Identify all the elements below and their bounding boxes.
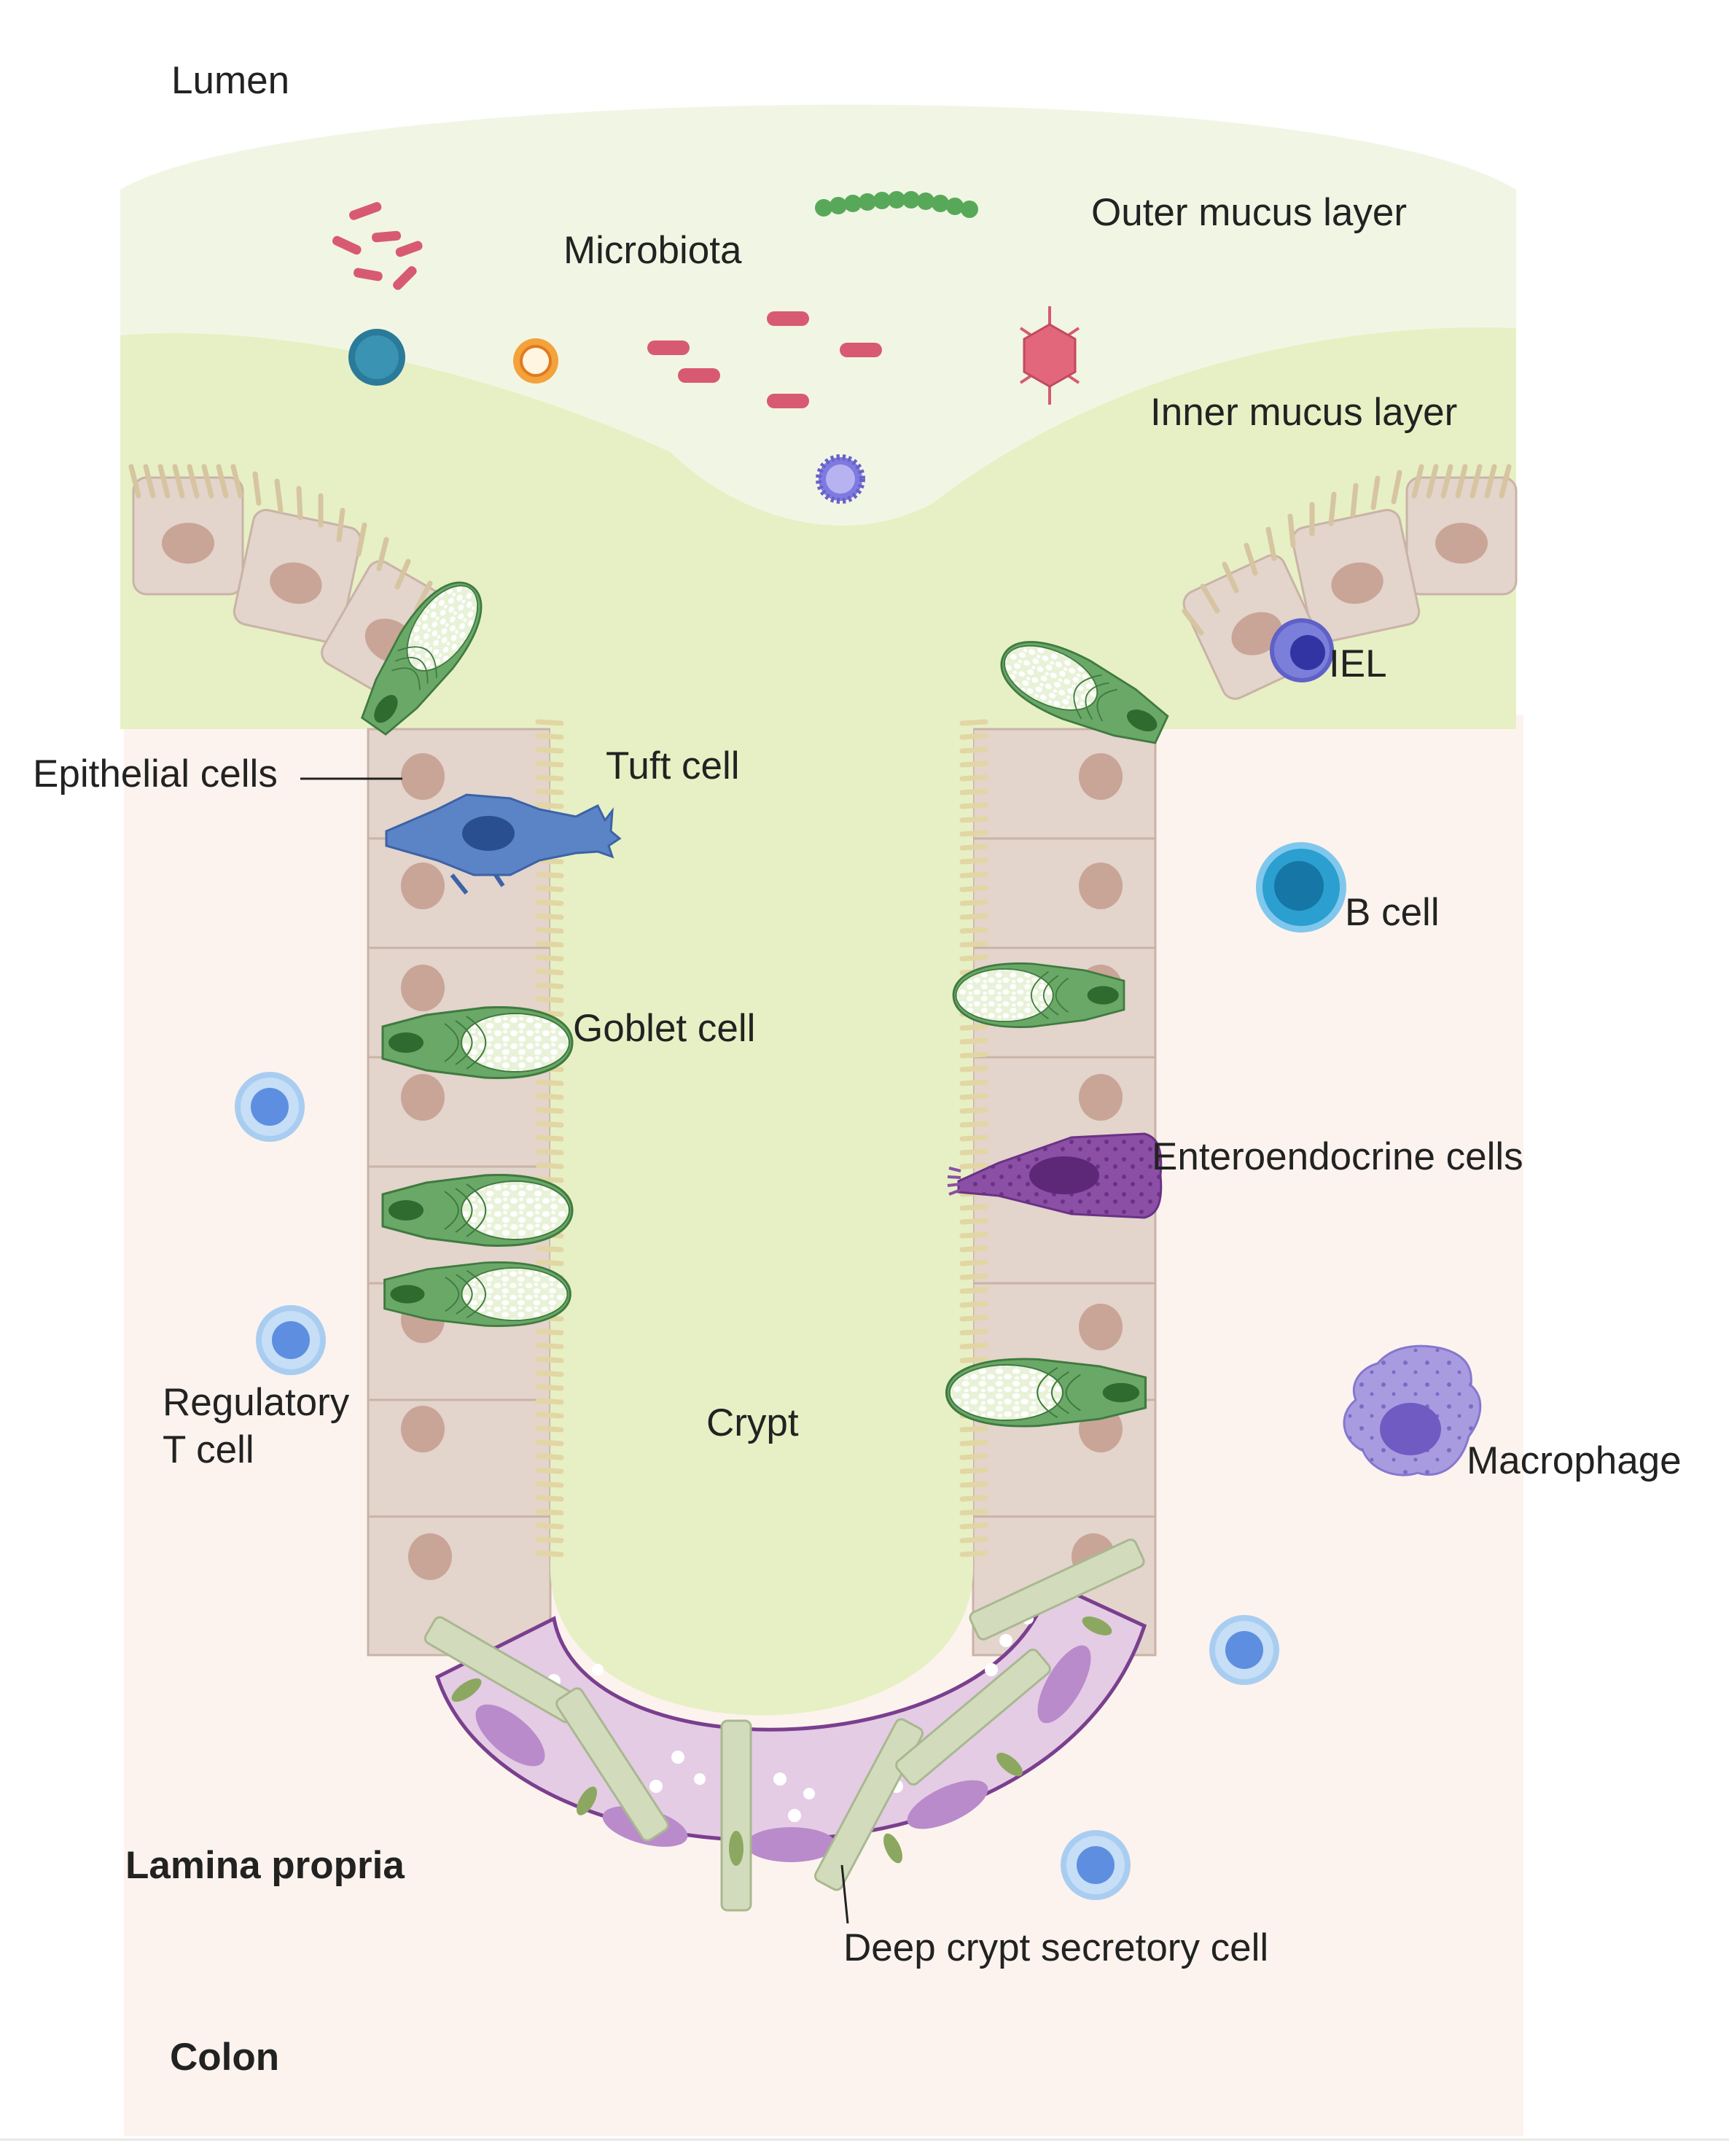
label-lamina-propria: Lamina propria <box>125 1844 405 1887</box>
label-enteroendocrine-cells: Enteroendocrine cells <box>1152 1135 1523 1178</box>
label-goblet-cell: Goblet cell <box>573 1007 756 1050</box>
label-crypt: Crypt <box>706 1401 799 1444</box>
tuft-cell <box>385 793 622 895</box>
iel-cell <box>1270 618 1334 682</box>
label-outer-mucus-layer: Outer mucus layer <box>1091 191 1407 234</box>
label-b-cell: B cell <box>1345 891 1440 934</box>
surface-epithelium-right <box>1178 464 1518 704</box>
label-regulatory-t-cell-line2: T cell <box>163 1428 254 1471</box>
crypt-lumen <box>550 715 973 1716</box>
label-macrophage: Macrophage <box>1467 1439 1682 1482</box>
label-colon: Colon <box>170 2036 280 2079</box>
deep-crypt-pointer <box>840 1864 849 1924</box>
regulatory-t-cell <box>235 1072 305 1142</box>
enteroendocrine-cell <box>947 1132 1163 1219</box>
deep-crypt-secretory-cells <box>424 1538 1147 1912</box>
label-regulatory-t-cell-line1: Regulatory <box>163 1381 350 1424</box>
bottom-divider <box>0 2139 1729 2141</box>
label-deep-crypt-secretory-cell: Deep crypt secretory cell <box>843 1926 1269 1969</box>
t-cell-right-2 <box>1061 1830 1131 1900</box>
label-inner-mucus-layer: Inner mucus layer <box>1150 391 1458 434</box>
microbiota <box>332 191 1080 504</box>
label-iel: IEL <box>1329 642 1387 685</box>
label-tuft-cell: Tuft cell <box>606 744 740 787</box>
label-lumen: Lumen <box>171 59 290 102</box>
regulatory-t-cell-2 <box>256 1305 326 1375</box>
surface-epithelium-left <box>128 464 472 714</box>
label-epithelial-cells: Epithelial cells <box>33 752 278 795</box>
label-microbiota: Microbiota <box>563 229 742 272</box>
b-cell <box>1256 842 1346 933</box>
t-cell-right-1 <box>1209 1615 1279 1685</box>
macrophage-cell <box>1343 1344 1482 1476</box>
